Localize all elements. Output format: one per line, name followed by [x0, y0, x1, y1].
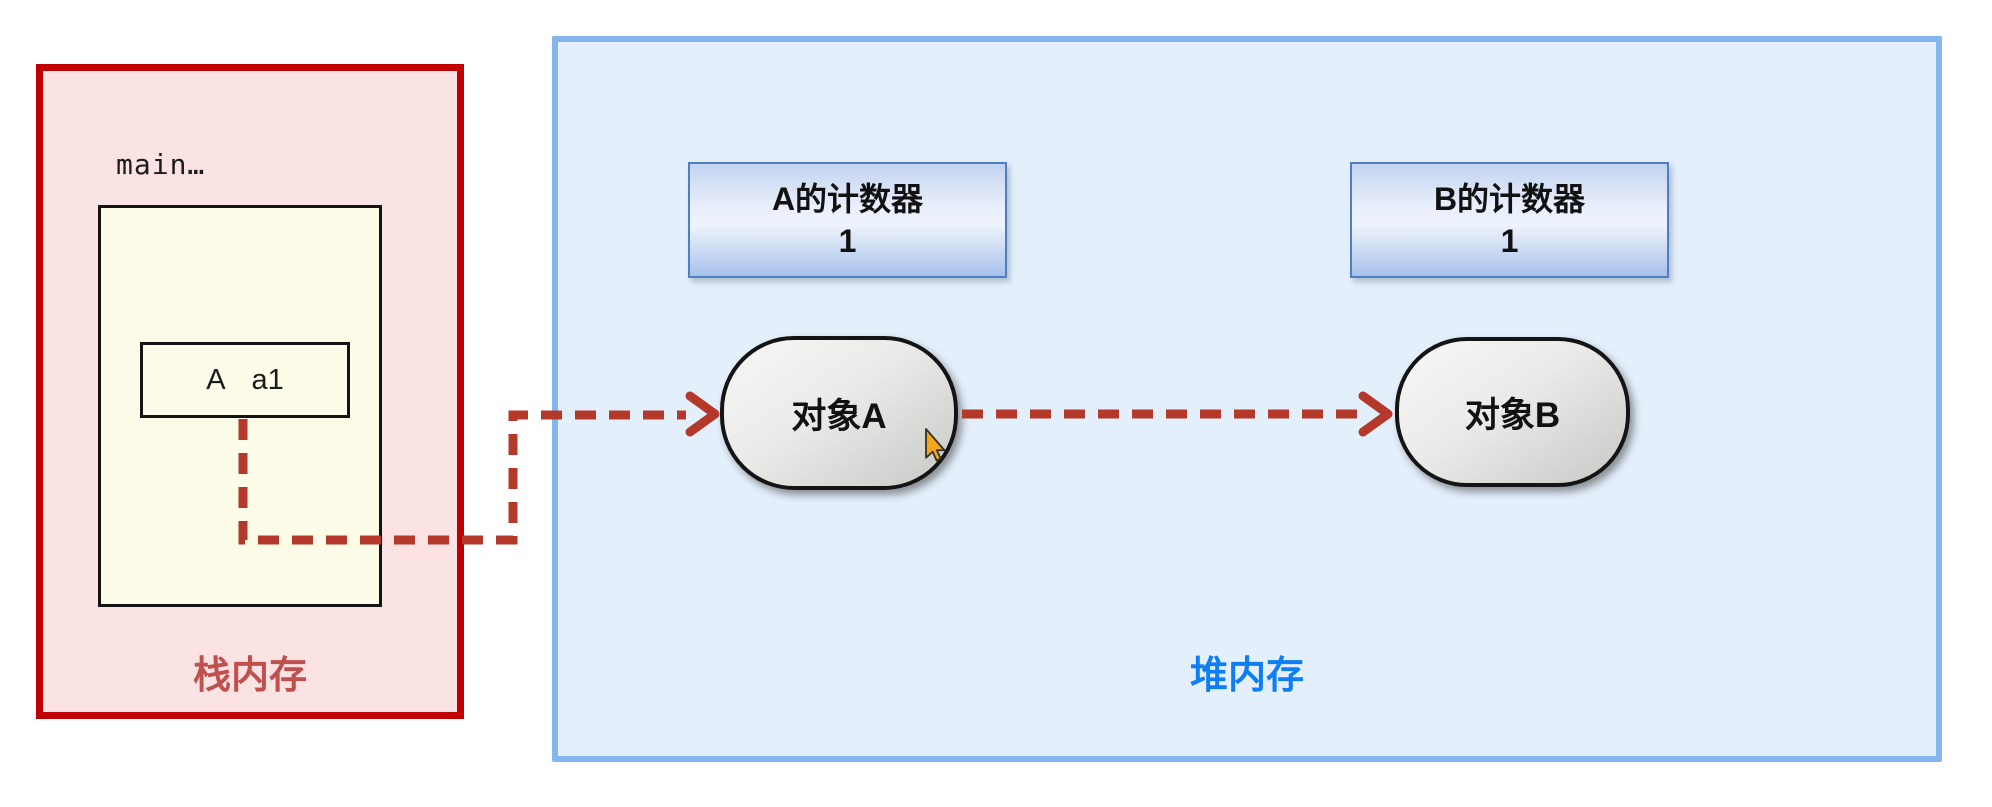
- object-b-label: 对象B: [1464, 395, 1561, 435]
- counter-box-a[interactable]: A的计数器 1: [688, 162, 1007, 278]
- counter-b-title: B的计数器: [1433, 180, 1586, 217]
- counter-box-b[interactable]: B的计数器 1: [1350, 162, 1669, 278]
- variable-name: a1: [251, 363, 284, 396]
- counter-b-value: 1: [1500, 223, 1519, 259]
- stack-memory-label: 栈内存: [192, 655, 307, 697]
- heap-memory-label: 堆内存: [1189, 655, 1304, 697]
- variable-box[interactable]: A a1: [140, 342, 350, 418]
- object-b-node[interactable]: 对象B: [1395, 337, 1630, 487]
- counter-a-value: 1: [838, 223, 857, 259]
- main-frame-label: main…: [116, 148, 206, 181]
- variable-type: A: [206, 363, 226, 396]
- object-a-node[interactable]: 对象A: [720, 336, 958, 490]
- object-a-label: 对象A: [791, 396, 887, 436]
- counter-a-title: A的计数器: [771, 180, 924, 217]
